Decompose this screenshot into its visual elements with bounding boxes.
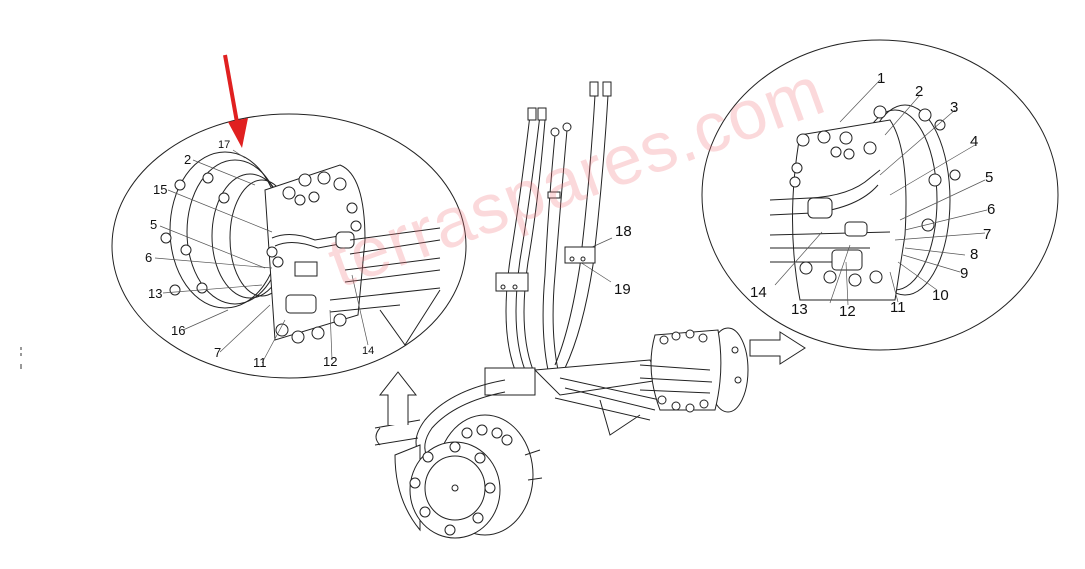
callout-8-right: 8 — [970, 246, 979, 263]
callout-7-right: 7 — [983, 226, 992, 243]
center-leader-lines — [579, 237, 613, 283]
callout-19: 19 — [614, 281, 631, 298]
callout-16-left: 16 — [171, 323, 186, 338]
left-detail-ellipse — [111, 113, 467, 379]
right-leader-lines — [774, 79, 988, 306]
callout-6-right: 6 — [987, 201, 996, 218]
callout-9-right: 9 — [960, 265, 969, 282]
callout-5-right: 5 — [985, 169, 994, 186]
hose-bundle-drawing — [495, 81, 612, 371]
callout-12-right: 12 — [839, 303, 856, 320]
callout-14-left: 14 — [362, 345, 375, 357]
callout-10-right: 10 — [932, 287, 949, 304]
right-motor-drawing — [769, 104, 961, 301]
callout-14-right: 14 — [750, 284, 767, 301]
callout-11-left: 11 — [253, 355, 267, 370]
callout-1-right: 1 — [877, 70, 886, 87]
right-arrow-outline — [749, 331, 806, 365]
callout-13-right: 13 — [791, 301, 808, 318]
left-leader-lines — [154, 149, 369, 364]
callout-3-right: 3 — [950, 99, 959, 116]
callout-2-left: 2 — [184, 152, 192, 167]
axle-assembly-drawing — [374, 327, 749, 539]
callout-18: 18 — [615, 223, 632, 240]
callout-12-left: 12 — [323, 354, 338, 369]
callout-7-left: 7 — [214, 345, 222, 360]
callout-4-right: 4 — [970, 133, 979, 150]
callout-2-right: 2 — [915, 83, 924, 100]
right-detail-ellipse — [701, 39, 1059, 351]
callout-17-left: 17 — [218, 139, 231, 151]
callout-15-left: 15 — [153, 182, 168, 197]
callout-6-left: 6 — [145, 250, 153, 265]
up-arrow-outline — [378, 371, 418, 425]
callout-13-left: 13 — [148, 286, 163, 301]
red-pointer-arrow-icon — [223, 54, 248, 148]
callout-11-right: 11 — [890, 299, 906, 316]
callout-5-left: 5 — [150, 217, 158, 232]
edge-marks — [20, 347, 22, 369]
left-motor-drawing — [160, 151, 441, 346]
